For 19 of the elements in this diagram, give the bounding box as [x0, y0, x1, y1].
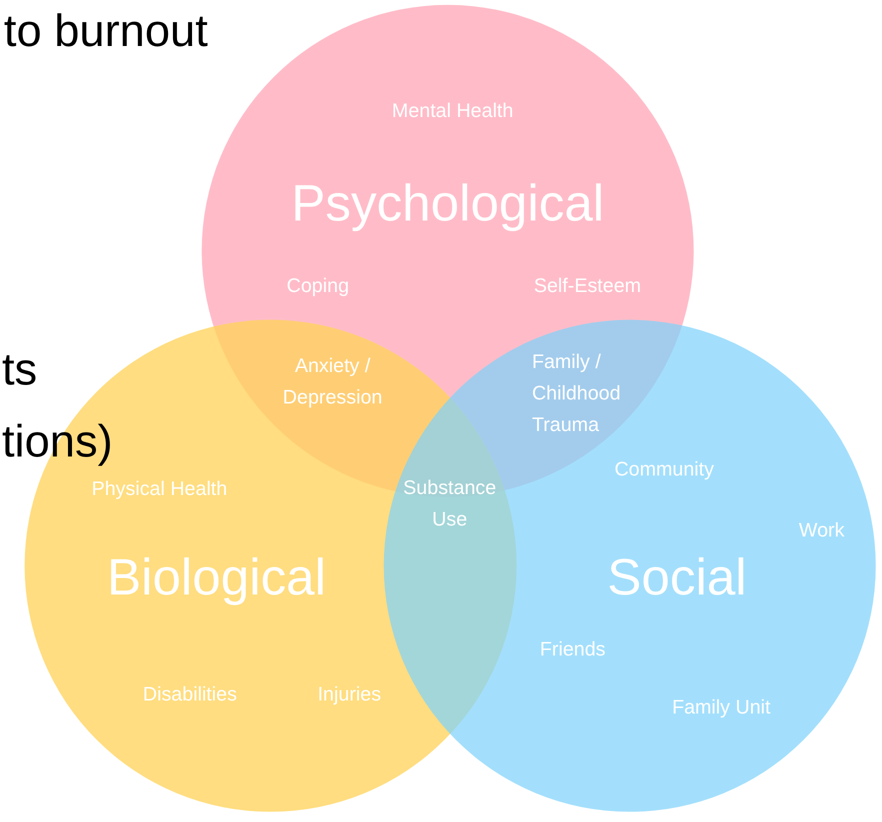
factor-label: Friends — [540, 638, 606, 662]
overlap-label: Anxiety / Depression — [282, 354, 384, 410]
overlap-label: Family / Childhood Trauma — [532, 350, 622, 438]
factor-label: Work — [798, 518, 844, 544]
factor-label: Mental Health — [392, 99, 514, 124]
factor-label: Disabilities — [142, 682, 237, 708]
factor-label: Family Unit — [672, 696, 770, 720]
factor-label: Community — [614, 458, 714, 482]
category-title: Psychological — [291, 174, 604, 234]
factor-label: Physical Health — [92, 477, 228, 502]
factor-label: Injuries — [318, 682, 382, 708]
category-title: Biological — [106, 548, 326, 608]
category-title: Social — [607, 548, 747, 608]
factor-label: Coping — [286, 274, 350, 300]
slide-text: ts — [2, 346, 38, 392]
factor-label: Self-Esteem — [534, 274, 642, 300]
slide-text: tions) — [2, 418, 113, 464]
slide-text: to burnout — [4, 8, 208, 54]
overlap-label: Substance Use — [402, 476, 498, 532]
